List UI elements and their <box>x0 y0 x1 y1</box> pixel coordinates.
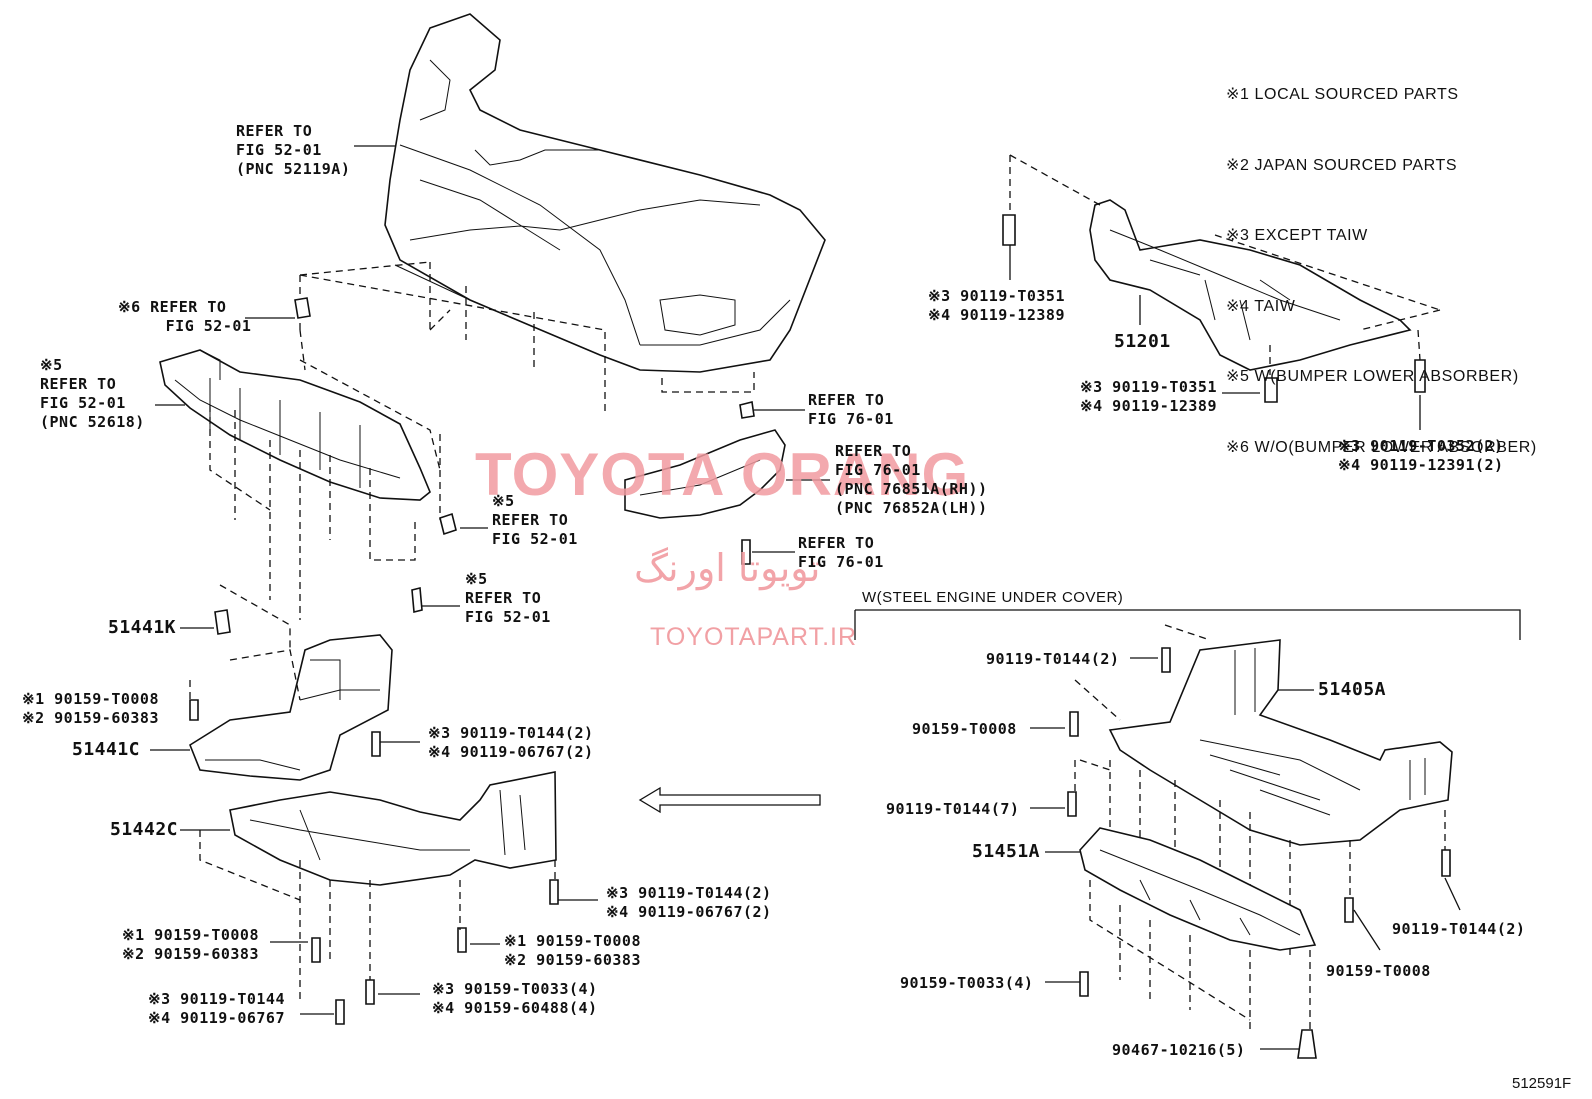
cover-51451a-drawing <box>1079 827 1317 951</box>
callout-bolt-crossmember-mid[interactable]: ※3 90119-T0351 ※4 90119-12389 <box>1080 378 1217 415</box>
crossmember-bolt-icons <box>1002 214 1426 403</box>
callout-ref-5-absorber[interactable]: ※5 REFER TO FIG 52-01 (PNC 52618) <box>40 356 145 431</box>
legend-item: ※1 LOCAL SOURCED PARTS <box>1226 86 1459 103</box>
cover-51442c-drawing <box>229 771 557 886</box>
front-bumper-cover-drawing <box>384 13 826 373</box>
callout-screw-lower-left[interactable]: ※1 90159-T0008 ※2 90159-60383 <box>122 926 259 963</box>
crossmember-51201-drawing <box>1089 199 1412 371</box>
callout-screw-c1[interactable]: ※1 90159-T0008 ※2 90159-60383 <box>22 690 159 727</box>
legend-item: ※3 EXCEPT TAIW <box>1226 227 1368 244</box>
callout-bolt-crossmember-right[interactable]: ※3 90119-T0352(2) ※4 90119-12391(2) <box>1338 437 1504 474</box>
callout-bolt-c2[interactable]: ※3 90119-T0144(2) ※4 90119-06767(2) <box>606 884 772 921</box>
callout-ref-76-clip[interactable]: REFER TO FIG 76-01 <box>808 391 894 428</box>
callout-bumper-ref[interactable]: REFER TO FIG 52-01 (PNC 52119A) <box>236 122 351 178</box>
callout-bolt-lower-left[interactable]: ※3 90119-T0144 ※4 90119-06767 <box>148 990 285 1027</box>
clip-icons <box>189 297 755 1025</box>
cover-51441c-drawing <box>189 634 393 781</box>
callout-bolt-crossmember-top[interactable]: ※3 90119-T0351 ※4 90119-12389 <box>928 287 1065 324</box>
callout-ref-5-screw[interactable]: ※5 REFER TO FIG 52-01 <box>465 570 551 626</box>
part-number-51441c[interactable]: 51441C <box>72 739 141 760</box>
callout-ref-76-spoiler[interactable]: REFER TO FIG 76-01 (PNC 76851A(RH)) (PNC… <box>835 442 988 517</box>
watermark-brand: TOYOTA ORANG <box>475 441 970 508</box>
part-number-51201[interactable]: 51201 <box>1114 331 1171 352</box>
callout-bolt-lower-mid[interactable]: ※3 90159-T0033(4) ※4 90159-60488(4) <box>432 980 598 1017</box>
legend-item: ※2 JAPAN SOURCED PARTS <box>1226 156 1458 174</box>
figure-id: 512591F <box>1512 1075 1572 1092</box>
callout-r-screw-1[interactable]: 90159-T0008 <box>912 720 1017 738</box>
front-spoiler-drawing <box>624 429 786 519</box>
part-number-51451a[interactable]: 51451A <box>972 841 1041 862</box>
section-caption: W(STEEL ENGINE UNDER COVER) <box>862 589 1124 606</box>
bumper-lower-absorber-drawing <box>159 349 431 501</box>
legend-item: ※4 TAIW <box>1226 297 1296 315</box>
part-number-51405a[interactable]: 51405A <box>1318 679 1387 700</box>
callout-r-screw-right[interactable]: 90159-T0008 <box>1326 962 1431 980</box>
callout-screw-lower-mid[interactable]: ※1 90159-T0008 ※2 90159-60383 <box>504 932 641 969</box>
legend-item: ※6 W/O(BUMPER LOWER ABSORBER) <box>1226 438 1537 456</box>
callout-r-bolt-top[interactable]: 90119-T0144(2) <box>986 650 1120 668</box>
callout-ref-6[interactable]: ※6 REFER TO FIG 52-01 <box>118 298 252 335</box>
callout-r-bolt-right[interactable]: 90119-T0144(2) <box>1392 920 1526 938</box>
right-fastener-icons <box>1067 647 1451 1059</box>
watermark-persian: تویوتا اورنگ <box>634 546 821 590</box>
part-number-51442c[interactable]: 51442C <box>110 819 179 840</box>
callout-bolt-c1[interactable]: ※3 90119-T0144(2) ※4 90119-06767(2) <box>428 724 594 761</box>
callout-ref-76-screw[interactable]: REFER TO FIG 76-01 <box>798 534 884 571</box>
cover-51405a-drawing <box>1108 639 1453 846</box>
part-number-51441k[interactable]: 51441K <box>108 617 177 638</box>
callout-r-clip-5[interactable]: 90467-10216(5) <box>1112 1041 1246 1059</box>
legend-item: ※5 W(BUMPER LOWER ABSORBER) <box>1226 368 1519 385</box>
callout-r-bolt-7[interactable]: 90119-T0144(7) <box>886 800 1020 818</box>
watermark-url: TOYOTAPART.IR <box>650 623 858 651</box>
legend: ※1 LOCAL SOURCED PARTS ※2 JAPAN SOURCED … <box>1226 36 1537 506</box>
callout-r-screw-4[interactable]: 90159-T0033(4) <box>900 974 1034 992</box>
callout-ref-5-clip[interactable]: ※5 REFER TO FIG 52-01 <box>492 492 578 548</box>
